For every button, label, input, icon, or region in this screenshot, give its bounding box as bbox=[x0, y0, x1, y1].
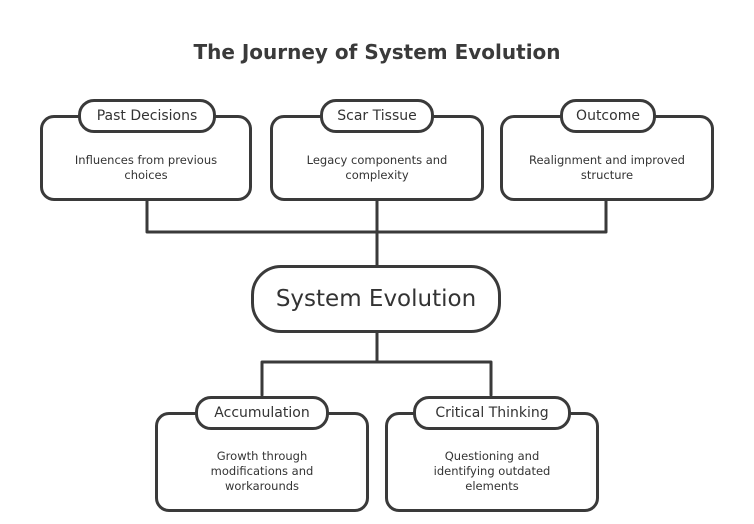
description-scar-tissue: Legacy components and complexity bbox=[306, 153, 448, 182]
diagram-title: The Journey of System Evolution bbox=[193, 40, 561, 64]
label-outcome: Outcome bbox=[560, 99, 656, 133]
connector-accumulation bbox=[260, 360, 379, 397]
description-accumulation: Growth through modifications and workaro… bbox=[210, 449, 314, 493]
label-past-decisions: Past Decisions bbox=[78, 99, 216, 133]
description-past-decisions: Influences from previous choices bbox=[74, 153, 218, 182]
description-critical-thinking: Questioning and identifying outdated ele… bbox=[433, 449, 551, 493]
description-outcome: Realignment and improved structure bbox=[529, 153, 685, 182]
connector-critical-thinking bbox=[375, 360, 493, 397]
connector-past-decisions bbox=[145, 198, 379, 234]
label-scar-tissue: Scar Tissue bbox=[320, 99, 434, 133]
label-critical-thinking: Critical Thinking bbox=[413, 396, 571, 430]
center-node-system-evolution: System Evolution bbox=[251, 265, 501, 333]
label-accumulation: Accumulation bbox=[195, 396, 329, 430]
card-outcome: Realignment and improved structure bbox=[500, 115, 714, 201]
connector-outcome bbox=[375, 198, 608, 234]
